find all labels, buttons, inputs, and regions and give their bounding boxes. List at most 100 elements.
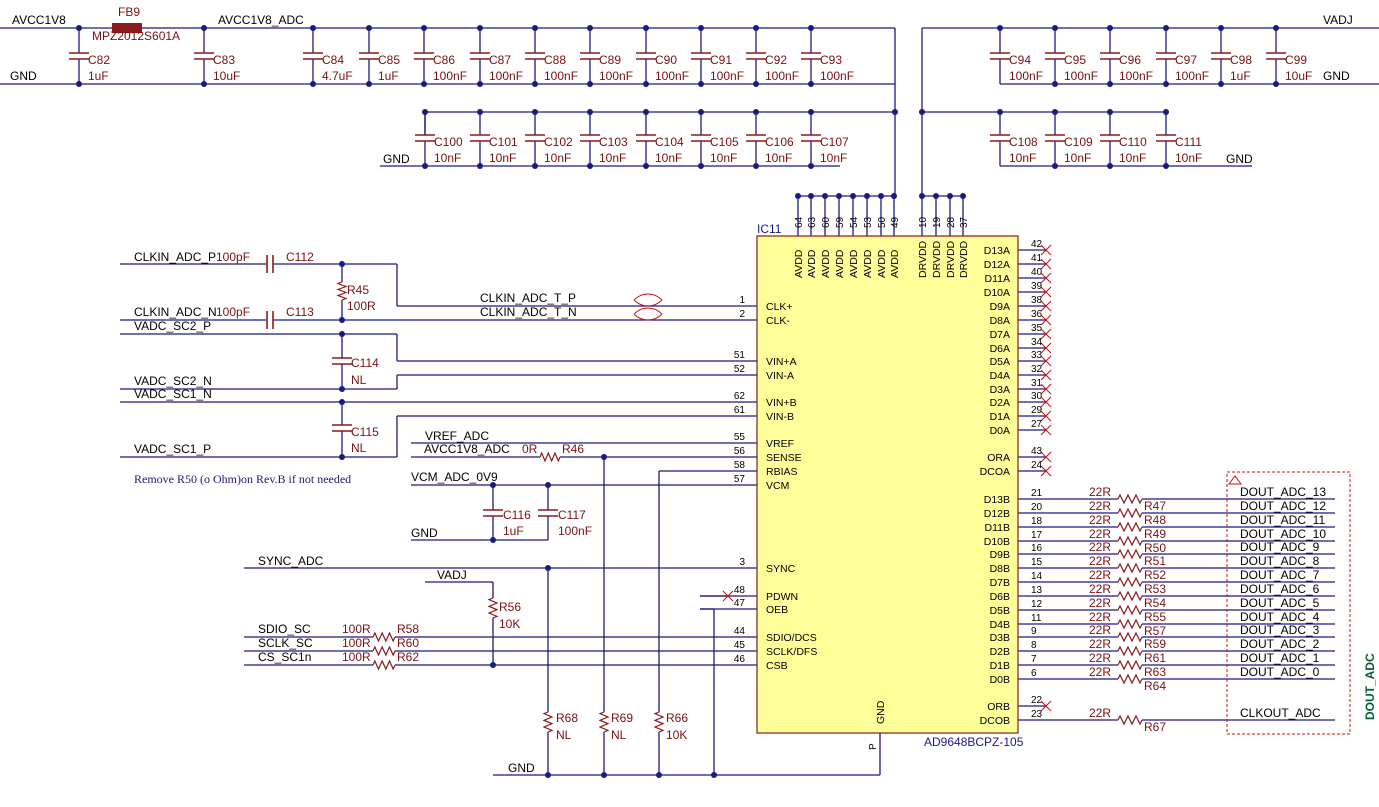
junction-dot [490, 537, 496, 543]
ref-R68: R68 [556, 711, 578, 725]
right-pin-number: 11 [1031, 613, 1042, 624]
right-pin-number: 7 [1031, 654, 1037, 665]
junction-dot [201, 25, 207, 31]
junction-dot [997, 25, 1003, 31]
top-pin-name: AVDD [834, 249, 846, 278]
junction-dot [753, 81, 759, 87]
left-pin-number: 57 [734, 474, 746, 485]
left-pin-number: 62 [734, 391, 746, 402]
gnd-pin-name: GND [875, 700, 887, 724]
junction-dot [76, 25, 82, 31]
series-res-value: 22R [1089, 582, 1111, 596]
junction-dot [1163, 25, 1169, 31]
left-pin-name: SCLK/DFS [766, 646, 817, 658]
no-connect-mark [1040, 314, 1052, 326]
junction-dot [753, 163, 759, 169]
left-pin-number: 52 [734, 364, 746, 375]
ref-C89: C89 [599, 53, 621, 67]
value-C88: 100nF [544, 69, 578, 83]
left-pin-name: VREF [766, 438, 794, 450]
left-pin-name: CSB [766, 660, 788, 672]
left-pin-name: SENSE [766, 452, 802, 464]
left-pin-name: RBIAS [766, 466, 798, 478]
net-gnd-row2-right: GND [1226, 152, 1253, 166]
junction-dot [477, 163, 483, 169]
resistor-R68 [542, 711, 554, 733]
series-res-value: 22R [1089, 651, 1111, 665]
ref-C94: C94 [1009, 53, 1031, 67]
net-vadc-sc1-n: VADC_SC1_N [134, 387, 212, 401]
junction-dot [339, 317, 345, 323]
ref-R56: R56 [499, 600, 521, 614]
right-pin-number: 27 [1031, 419, 1043, 430]
junction-dot [545, 482, 551, 488]
series-res-value: 22R [1089, 623, 1111, 637]
value-C98: 1uF [1230, 69, 1251, 83]
junction-dot [643, 81, 649, 87]
ref-C110: C110 [1119, 135, 1147, 149]
junction-dot [997, 109, 1003, 115]
right-pin-name: D0A [990, 425, 1010, 437]
series-res-ref: R48 [1144, 513, 1166, 527]
junction-dot [587, 163, 593, 169]
dout-net-label: DOUT_ADC_11 [1240, 513, 1325, 527]
left-pin-number: 61 [734, 405, 746, 416]
left-pin-name: VIN-B [766, 411, 794, 423]
no-connect-mark [1040, 410, 1052, 422]
junction-dot [698, 25, 704, 31]
left-pin-name: VIN-A [766, 370, 794, 382]
net-vadc-sc1-p: VADC_SC1_P [134, 442, 211, 456]
net-gnd-row2: GND [383, 152, 410, 166]
series-res-ref: R61 [1144, 651, 1166, 665]
top-pin-name: AVDD [862, 249, 874, 278]
junction-dot [808, 163, 814, 169]
ref-C112: C112 [286, 250, 314, 264]
series-resistor [1117, 562, 1143, 574]
right-pin-number: 22 [1031, 695, 1043, 706]
value-R58: 100R [342, 622, 371, 636]
dout-net-label: DOUT_ADC_13 [1240, 485, 1326, 499]
adc-chip-body [756, 235, 1019, 734]
left-pin-number: 48 [734, 585, 746, 596]
junction-dot [587, 25, 593, 31]
right-pin-name: D2A [990, 397, 1010, 409]
no-connect-mark [1040, 342, 1052, 354]
series-resistor [1117, 535, 1143, 547]
left-pin-number: 2 [739, 309, 745, 320]
value-R68: NL [556, 728, 572, 742]
top-pin-name: DRVDD [931, 240, 943, 278]
value-C103: 10nF [599, 151, 626, 165]
resistor-R56 [487, 597, 499, 619]
net-vref-adc: VREF_ADC [425, 429, 489, 443]
junction-dot [643, 25, 649, 31]
junction-dot [490, 662, 496, 668]
series-res-ref: R51 [1144, 554, 1166, 568]
ref-R46: R46 [562, 442, 584, 456]
top-pin-name: DRVDD [945, 240, 957, 278]
net-gnd: GND [10, 69, 37, 83]
resistor-R58 [372, 631, 396, 643]
value-C89: 100nF [599, 69, 633, 83]
value-C112: 100pF [216, 250, 250, 264]
top-pin-number: 37 [959, 216, 970, 228]
ref-R58: R58 [397, 622, 419, 636]
ref-C92: C92 [765, 53, 787, 67]
junction-dot [850, 193, 856, 199]
value-C85: 1uF [378, 69, 399, 83]
junction-dot [1107, 109, 1113, 115]
junction-dot [310, 81, 316, 87]
ref-R60: R60 [397, 636, 419, 650]
series-res-value: 22R [1089, 513, 1111, 527]
value-C100: 10nF [434, 151, 461, 165]
ref-C108: C108 [1009, 135, 1038, 149]
value-C102: 10nF [544, 151, 571, 165]
ref-C91: C91 [710, 53, 732, 67]
value-C93: 100nF [820, 69, 854, 83]
value-R69: NL [611, 728, 627, 742]
junction-dot [947, 193, 953, 199]
right-pin-number: 12 [1031, 599, 1043, 610]
diff-pair-icon [633, 293, 663, 307]
right-pin-name: D1B [990, 660, 1010, 672]
right-pin-number: 18 [1031, 516, 1043, 527]
value-R45: 100R [347, 299, 376, 313]
